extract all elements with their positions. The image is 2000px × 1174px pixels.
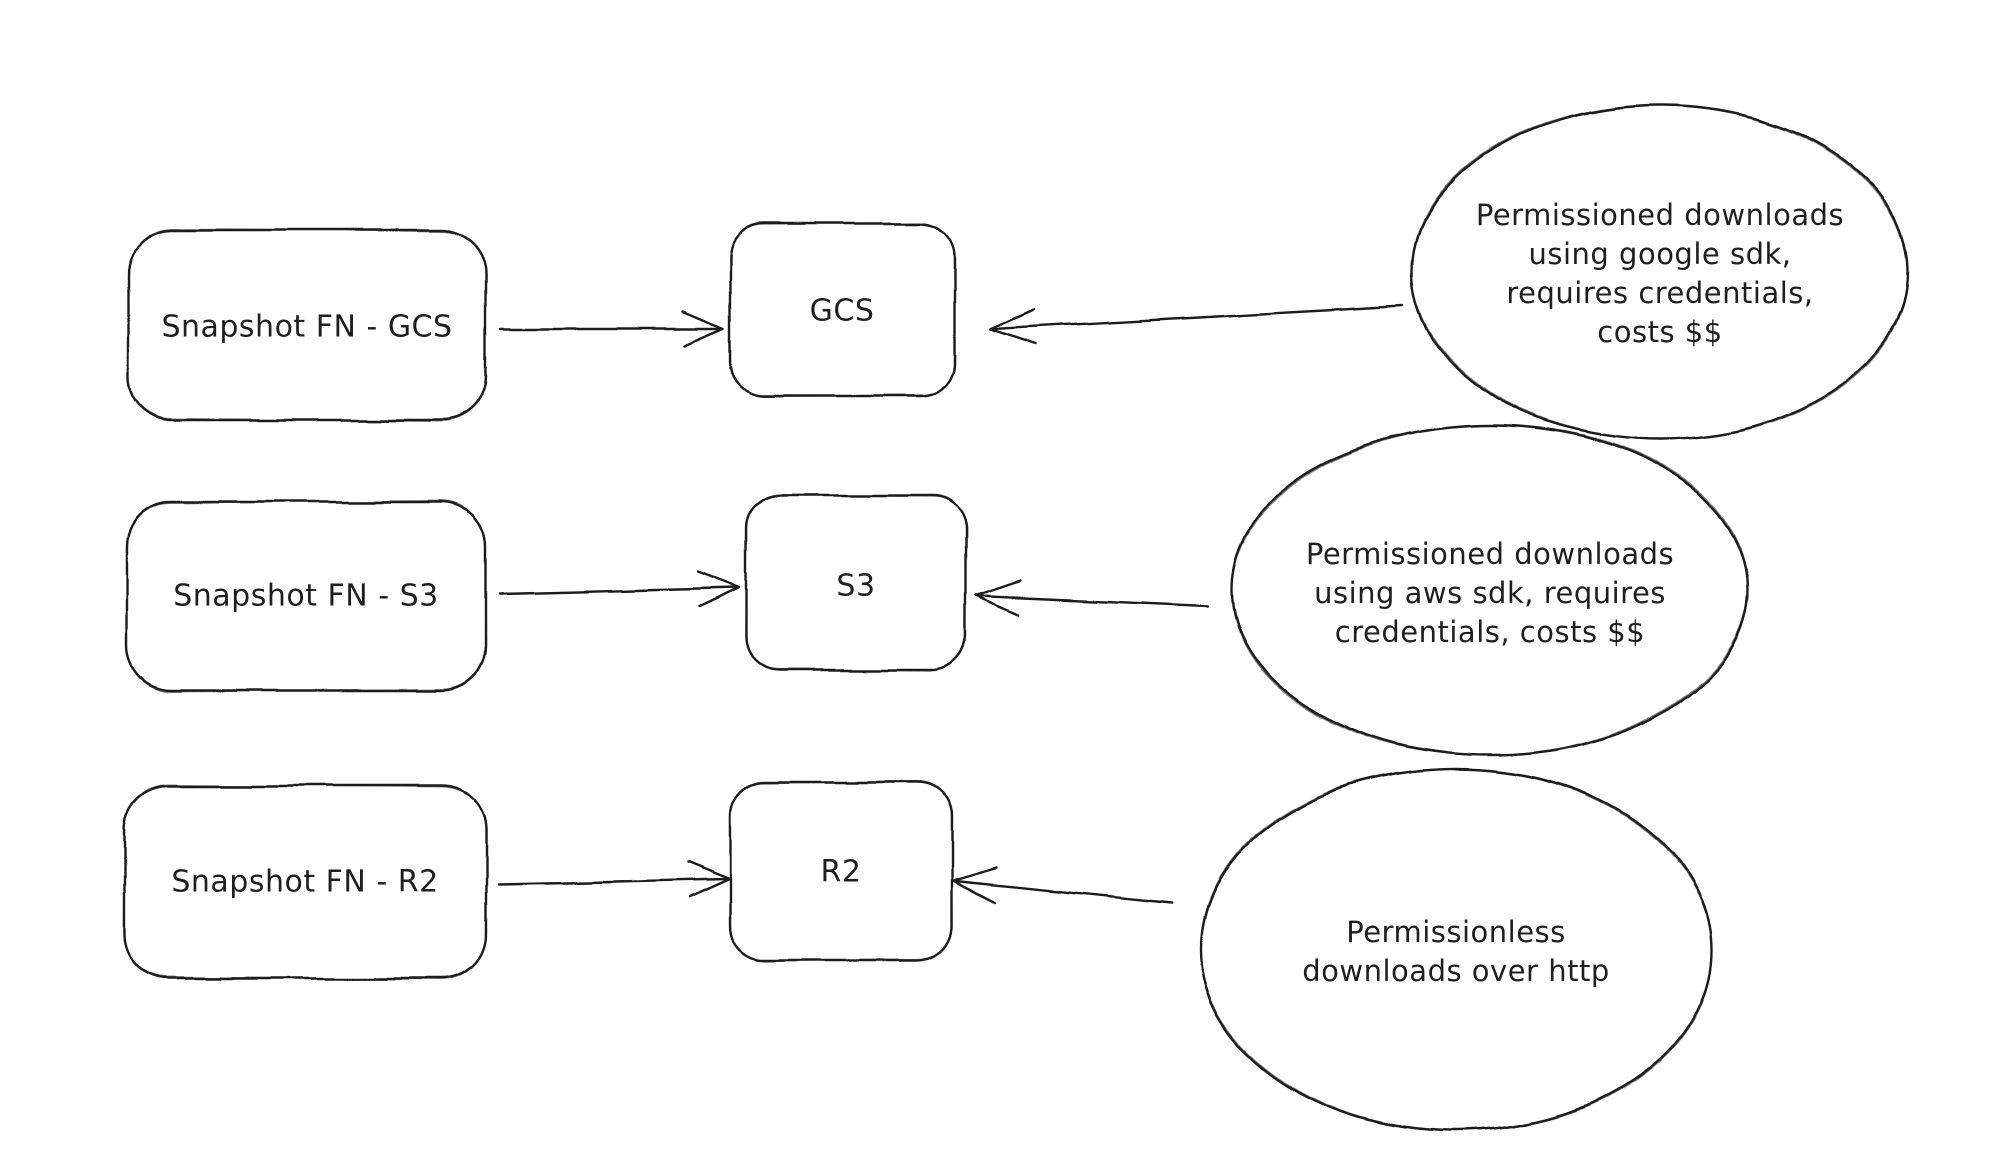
note-gcs-line-1: Permissioned downloads [1476, 198, 1844, 232]
arrowhead-left-s3 [974, 579, 1023, 617]
target-node-gcs-sketch-line [728, 222, 956, 398]
note-s3-line-1: Permissioned downloads [1306, 537, 1674, 571]
arrow-note-to-gcs [988, 304, 1406, 346]
note-ellipse-s3-sketch-line [1231, 424, 1749, 756]
arrowhead-right-s3 [695, 570, 741, 609]
note-gcs-line-3: requires credentials, [1506, 276, 1813, 310]
note-gcs-line-4: costs $$ [1597, 315, 1722, 349]
arrowhead-left-r2 [951, 866, 999, 905]
note-gcs-line-2: using google sdk, [1528, 237, 1791, 271]
note-ellipse-gcs-sketch-line [1411, 104, 1909, 440]
note-ellipse-r2 [1198, 767, 1714, 1133]
note-r2-line-1: Permissionless [1346, 915, 1566, 949]
target-node-gcs-label: GCS [810, 294, 875, 329]
note-ellipse-r2-sketch-line [1199, 768, 1713, 1132]
arrow-source-to-r2 [496, 860, 731, 899]
arrow-source-to-s3 [498, 570, 741, 609]
target-node-s3-label: S3 [836, 569, 875, 604]
source-node-r2-label: Snapshot FN - R2 [171, 865, 438, 900]
source-node-r2-sketch-line [122, 784, 488, 980]
source-node-gcs-sketch-line [126, 228, 488, 422]
arrowhead-right-gcs [682, 310, 726, 348]
note-r2-line-2: downloads over http [1302, 954, 1609, 988]
target-node-s3-sketch-line [744, 493, 968, 672]
arrowhead-right-r2 [685, 860, 731, 899]
note-s3-line-2: using aws sdk, requires [1314, 576, 1666, 610]
source-node-s3-sketch-line [124, 500, 488, 692]
arrowhead-left-gcs [988, 308, 1037, 346]
target-node-r2-label: R2 [821, 855, 862, 890]
arrow-source-to-gcs [498, 310, 726, 348]
arrow-note-to-s3 [974, 579, 1210, 617]
source-node-gcs-label: Snapshot FN - GCS [161, 310, 452, 345]
target-node-r2-sketch-line [728, 781, 954, 962]
note-s3-line-3: credentials, costs $$ [1335, 615, 1645, 649]
source-node-s3-label: Snapshot FN - S3 [173, 579, 439, 614]
arrow-note-to-r2 [951, 866, 1174, 905]
